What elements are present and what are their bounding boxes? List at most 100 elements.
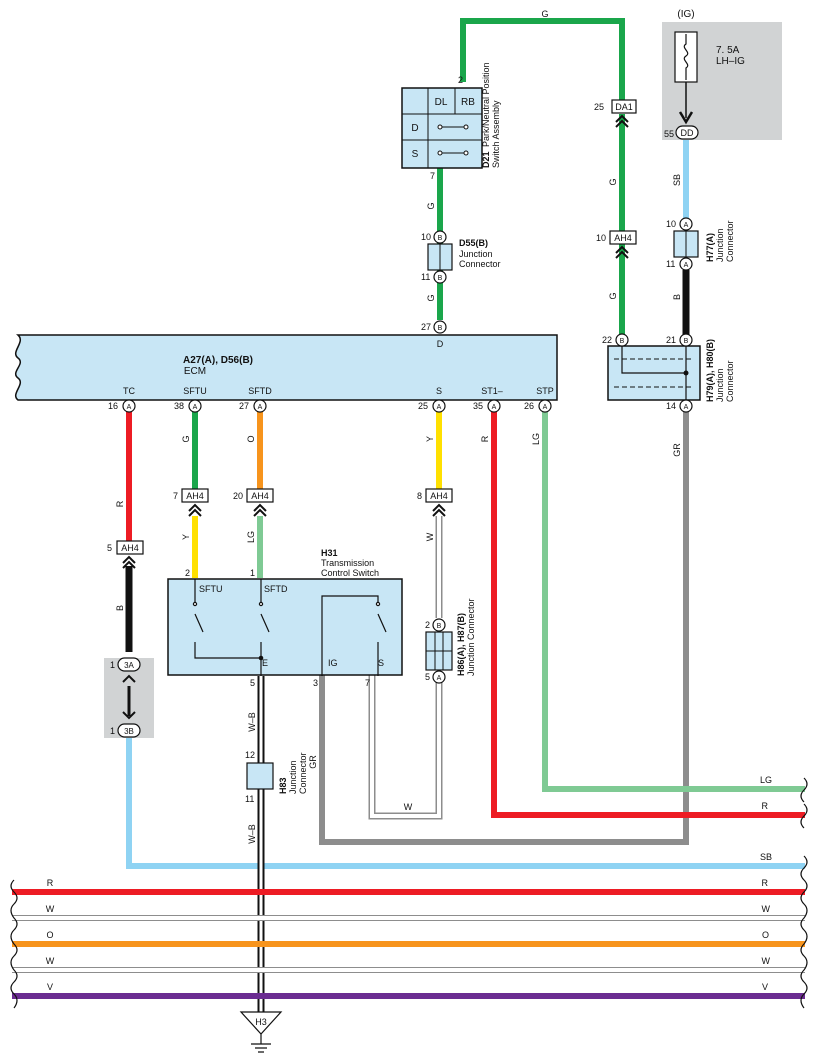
- bus-lbl-o-right: O: [762, 930, 769, 940]
- h79-a-bot: A: [684, 404, 689, 411]
- lbl-r-st1: R: [480, 435, 490, 442]
- d21-row-s: S: [412, 149, 419, 160]
- ecm-pin-27: 27: [239, 401, 249, 411]
- fuse-conn-label: DD: [681, 128, 694, 138]
- lbl-sb: SB: [672, 174, 682, 186]
- h31-pin-7: 7: [365, 678, 370, 688]
- da1-pin: 25: [594, 102, 604, 112]
- ecm-conn-a: A: [258, 404, 263, 411]
- bus-lbl-w2-right: W: [762, 956, 771, 966]
- ah4-s-pin: 8: [417, 491, 422, 501]
- ecm-pin-circles: A A A A A A: [122, 399, 552, 413]
- h86-junction: B A 2 5 H86(A), H87(B) Junction Connecto…: [425, 598, 476, 684]
- h31-term-e: E: [262, 658, 268, 668]
- h31-name2: Control Switch: [321, 568, 379, 578]
- h79-pin-bot: 14: [666, 401, 676, 411]
- lbl-b-h77: B: [672, 294, 682, 300]
- fuse-conn: [675, 125, 699, 140]
- wires: [125, 18, 805, 1012]
- bus-lbl-w1-right: W: [762, 904, 771, 914]
- h86-name: Junction Connector: [466, 598, 476, 676]
- lbl-w-loop: W: [404, 802, 413, 812]
- ecm-conn-a: A: [193, 404, 198, 411]
- h86-pin-top: 2: [425, 620, 430, 630]
- d21-switch: DL RB D S 2 7 D21 Park/Neutral Position …: [401, 62, 501, 181]
- ah4-sftu-label: AH4: [186, 491, 204, 501]
- ecm-top-term: D: [437, 339, 444, 349]
- lbl-g-top: G: [541, 9, 548, 19]
- ecm-term-sftu: SFTU: [183, 386, 207, 396]
- wire-g-top: [460, 18, 625, 100]
- lbl-lg-stp: LG: [531, 433, 541, 445]
- lbl-g-d55: G: [426, 294, 436, 301]
- h31-pin-1: 1: [250, 568, 255, 578]
- ecm-pin-38: 38: [174, 401, 184, 411]
- h31-contacts: [192, 579, 387, 676]
- h31-name1: Transmission: [321, 558, 374, 568]
- h83-junction: 12 11 H83 Junction Connector: [245, 750, 308, 804]
- ah4-tc-label: AH4: [121, 543, 139, 553]
- lbl-wb2: W–B: [247, 824, 257, 844]
- d55-junction: B B 10 11 D55(B) Junction Connector: [421, 230, 501, 284]
- da1-label: DA1: [615, 102, 633, 112]
- h83-pin-bot: 11: [245, 794, 254, 804]
- h31-term-sftu: SFTU: [199, 584, 223, 594]
- bus-lbl-sb: SB: [760, 852, 772, 862]
- d21-name2: Switch Assembly: [491, 100, 501, 168]
- ecm-pin-16: 16: [108, 401, 118, 411]
- ecm-pin-25: 25: [418, 401, 428, 411]
- h31-pin-5: 5: [250, 678, 255, 688]
- fuse-icon: [683, 34, 689, 80]
- lbl-g-right1: G: [608, 178, 618, 185]
- fuse-rating: 7. 5A: [716, 45, 740, 56]
- ah4-right: AH4 10: [596, 230, 637, 259]
- lbl-lg-sftd: LG: [246, 531, 256, 543]
- ah4-sftd-label: AH4: [251, 491, 269, 501]
- d21-col-dl: DL: [435, 97, 448, 108]
- lbl-g-d21: G: [426, 202, 436, 209]
- lbl-gr-ig: GR: [308, 755, 318, 769]
- fuse-arrow: [678, 111, 694, 125]
- lbl-w-s: W: [425, 532, 435, 541]
- lbl-wb1: W–B: [247, 712, 257, 732]
- ecm-box: [15, 334, 558, 401]
- bus-lbl-w2-left: W: [46, 956, 55, 966]
- d55-pin-top: 10: [421, 232, 431, 242]
- bus-lines: [10, 777, 808, 1009]
- lbl-o-sftd: O: [246, 435, 256, 442]
- h86-b: B: [437, 623, 442, 630]
- ground-label: H3: [255, 1017, 267, 1027]
- h83-code: H83: [278, 777, 288, 794]
- j3-top: 3A: [124, 661, 134, 670]
- wire-r-st1: [491, 412, 805, 818]
- j3-bot-pin: 1: [110, 726, 115, 736]
- d55-bot-b: B: [438, 275, 443, 282]
- h77-bot-a: A: [684, 262, 689, 269]
- ecm-term-s: S: [436, 386, 442, 396]
- lbl-g-right2: G: [608, 292, 618, 299]
- d21-row-d: D: [411, 123, 418, 134]
- h31-term-ig: IG: [328, 658, 338, 668]
- bus-lbl-v-right: V: [762, 982, 768, 992]
- h86-a: A: [437, 675, 442, 682]
- h77-top-a: A: [684, 222, 689, 229]
- d55-pin-bot: 11: [421, 272, 430, 282]
- bus-lbl-r2-left: R: [47, 878, 54, 888]
- h77-code: H77(A): [705, 233, 715, 262]
- bus-lbl-v-left: V: [47, 982, 53, 992]
- fuse-label: (IG): [677, 9, 694, 20]
- ecm-conn-a: A: [492, 404, 497, 411]
- h31-term-s: S: [378, 658, 384, 668]
- h83-name1: Junction: [288, 760, 298, 794]
- d55-name1: Junction: [459, 249, 493, 259]
- bus-lbl-lg: LG: [760, 775, 772, 785]
- bus-lbl-r2-right: R: [762, 878, 769, 888]
- junction-3: 3A 1 3B 1: [110, 657, 141, 738]
- ecm-conn-a: A: [127, 404, 132, 411]
- h79-name2: Connector: [725, 360, 735, 402]
- ah4-tc: AH4 5: [107, 540, 144, 569]
- wire-lg-stp: [542, 412, 805, 792]
- h79-b-l: B: [620, 338, 625, 345]
- h31-code: H31: [321, 548, 338, 558]
- ah4-sftu-pin: 7: [173, 491, 178, 501]
